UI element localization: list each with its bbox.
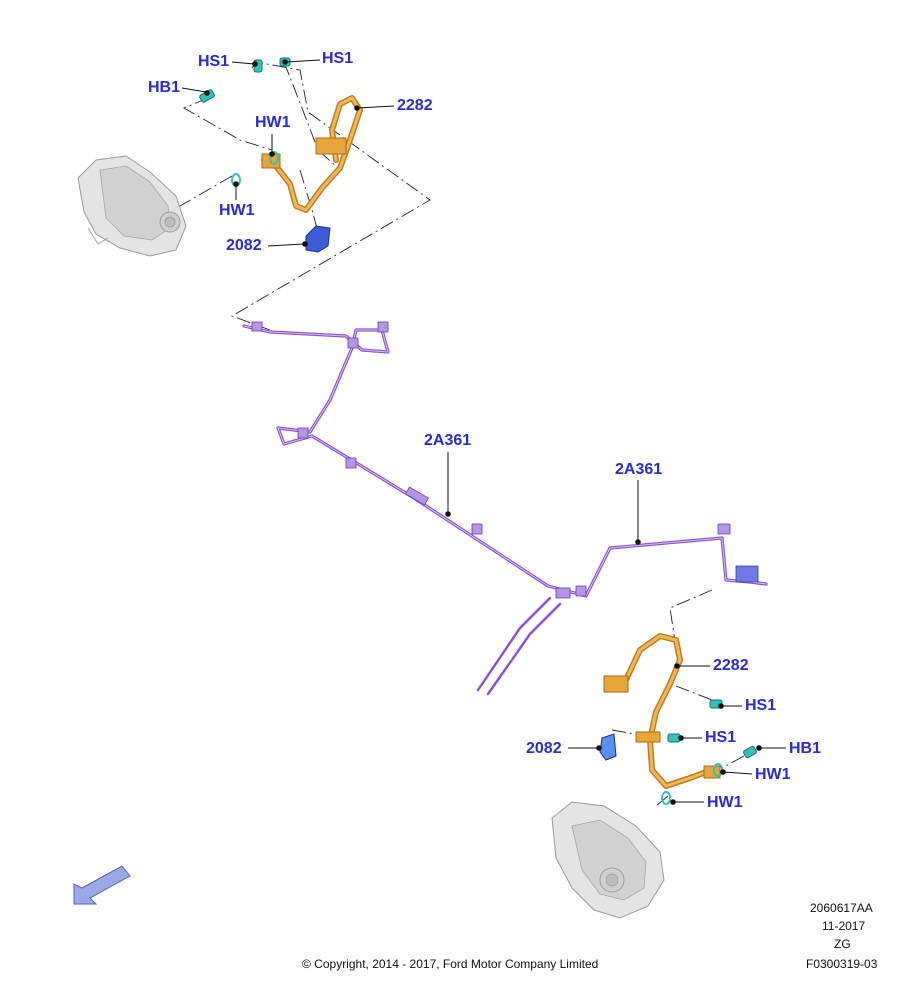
bracket-2082-top xyxy=(305,225,331,253)
callout-2082-bottom: 2082 xyxy=(526,740,562,757)
caliper-bottom-right xyxy=(551,801,665,919)
caliper-top-left xyxy=(77,155,187,257)
callout-2082-top: 2082 xyxy=(226,237,262,254)
callout-2a361-right: 2A361 xyxy=(615,461,663,478)
callout-hw1-top-lower: HW1 xyxy=(219,202,255,219)
callout-2a361-center: 2A361 xyxy=(424,432,472,449)
callout-hw1-top-upper: HW1 xyxy=(255,114,291,131)
drawing-reference: F0300319-03 xyxy=(806,957,878,971)
drawing-code: ZG xyxy=(834,937,851,951)
brake-line-2a361 xyxy=(242,321,768,696)
drawing-date: 11-2017 xyxy=(822,919,866,933)
leader-lines xyxy=(181,59,786,805)
flexible-hose-bottom xyxy=(603,633,721,789)
callout-hw1-bottom-upper: HW1 xyxy=(755,766,791,783)
bracket-2082-bottom xyxy=(599,733,617,761)
arrow-down-left-icon xyxy=(73,865,131,905)
callout-hb1-bottom: HB1 xyxy=(789,740,822,757)
callout-hs1-bottom-upper: HS1 xyxy=(745,697,777,714)
callout-hs1-bottom-lower: HS1 xyxy=(705,729,737,746)
fasteners xyxy=(199,57,757,805)
callout-2282-top: 2282 xyxy=(397,97,433,114)
copyright-notice: © Copyright, 2014 - 2017, Ford Motor Com… xyxy=(302,957,599,971)
callout-hb1-top: HB1 xyxy=(148,79,181,96)
callout-hs1-top-right: HS1 xyxy=(322,50,354,67)
callout-hw1-bottom-lower: HW1 xyxy=(707,794,743,811)
callout-2282-bottom: 2282 xyxy=(713,657,749,674)
callout-hs1-top-left: HS1 xyxy=(198,53,230,70)
drawing-number: 2060617AA xyxy=(810,901,873,915)
